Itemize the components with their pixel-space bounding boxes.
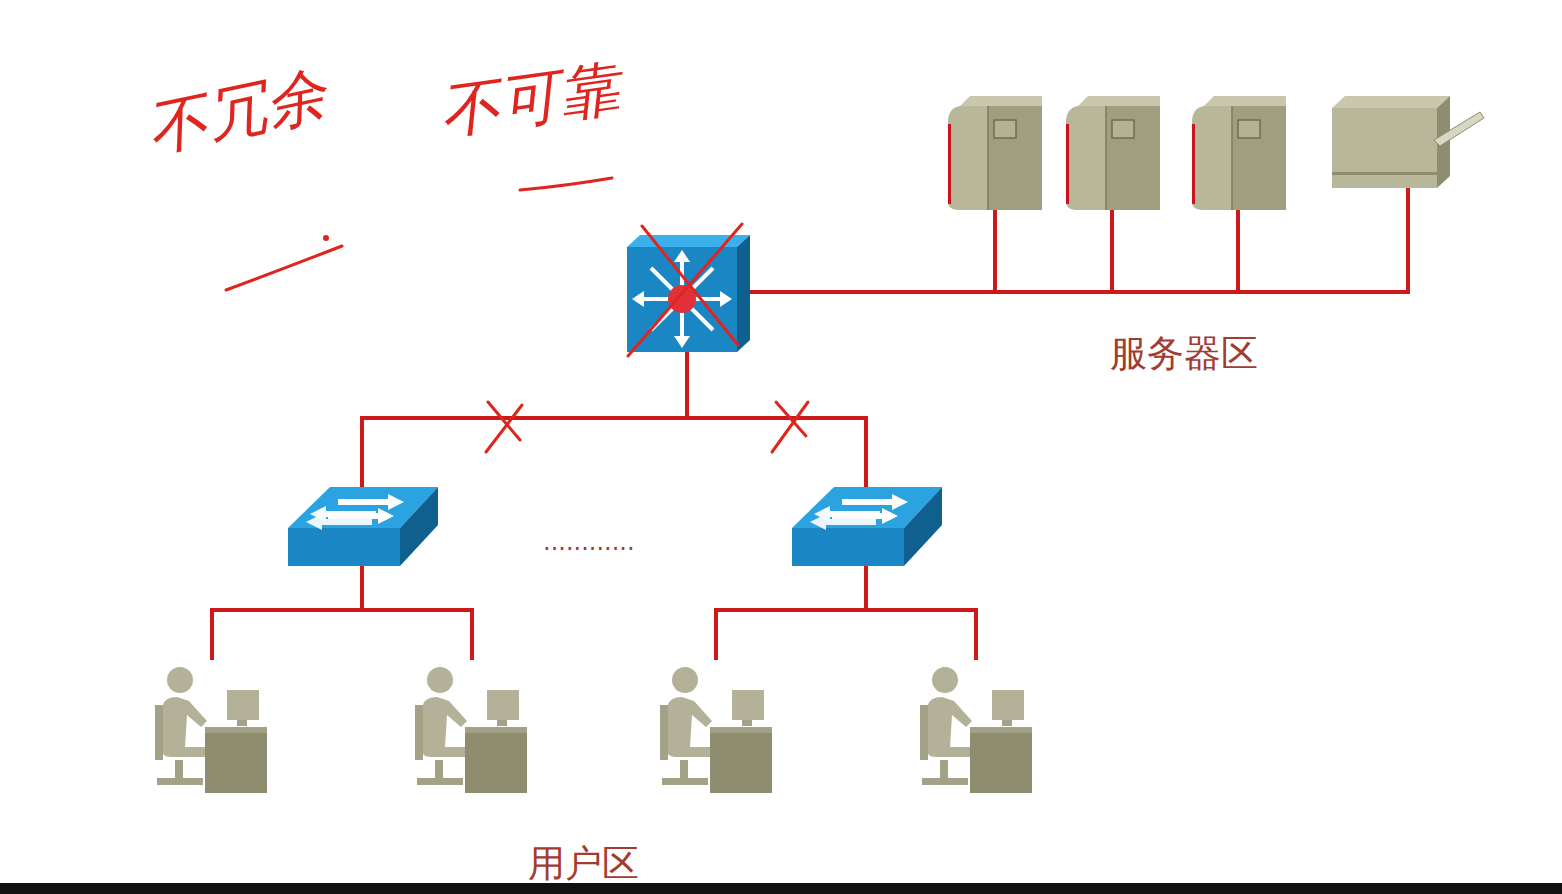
handwritten-note: 不可靠 <box>436 57 623 141</box>
zone-label: 用户区 <box>528 845 639 882</box>
bottom-bar <box>0 883 1562 894</box>
handwritten-note: 不冗余 <box>142 63 331 159</box>
continuation-dots: ............ <box>543 530 635 554</box>
zone-label: 服务器区 <box>1110 335 1258 372</box>
